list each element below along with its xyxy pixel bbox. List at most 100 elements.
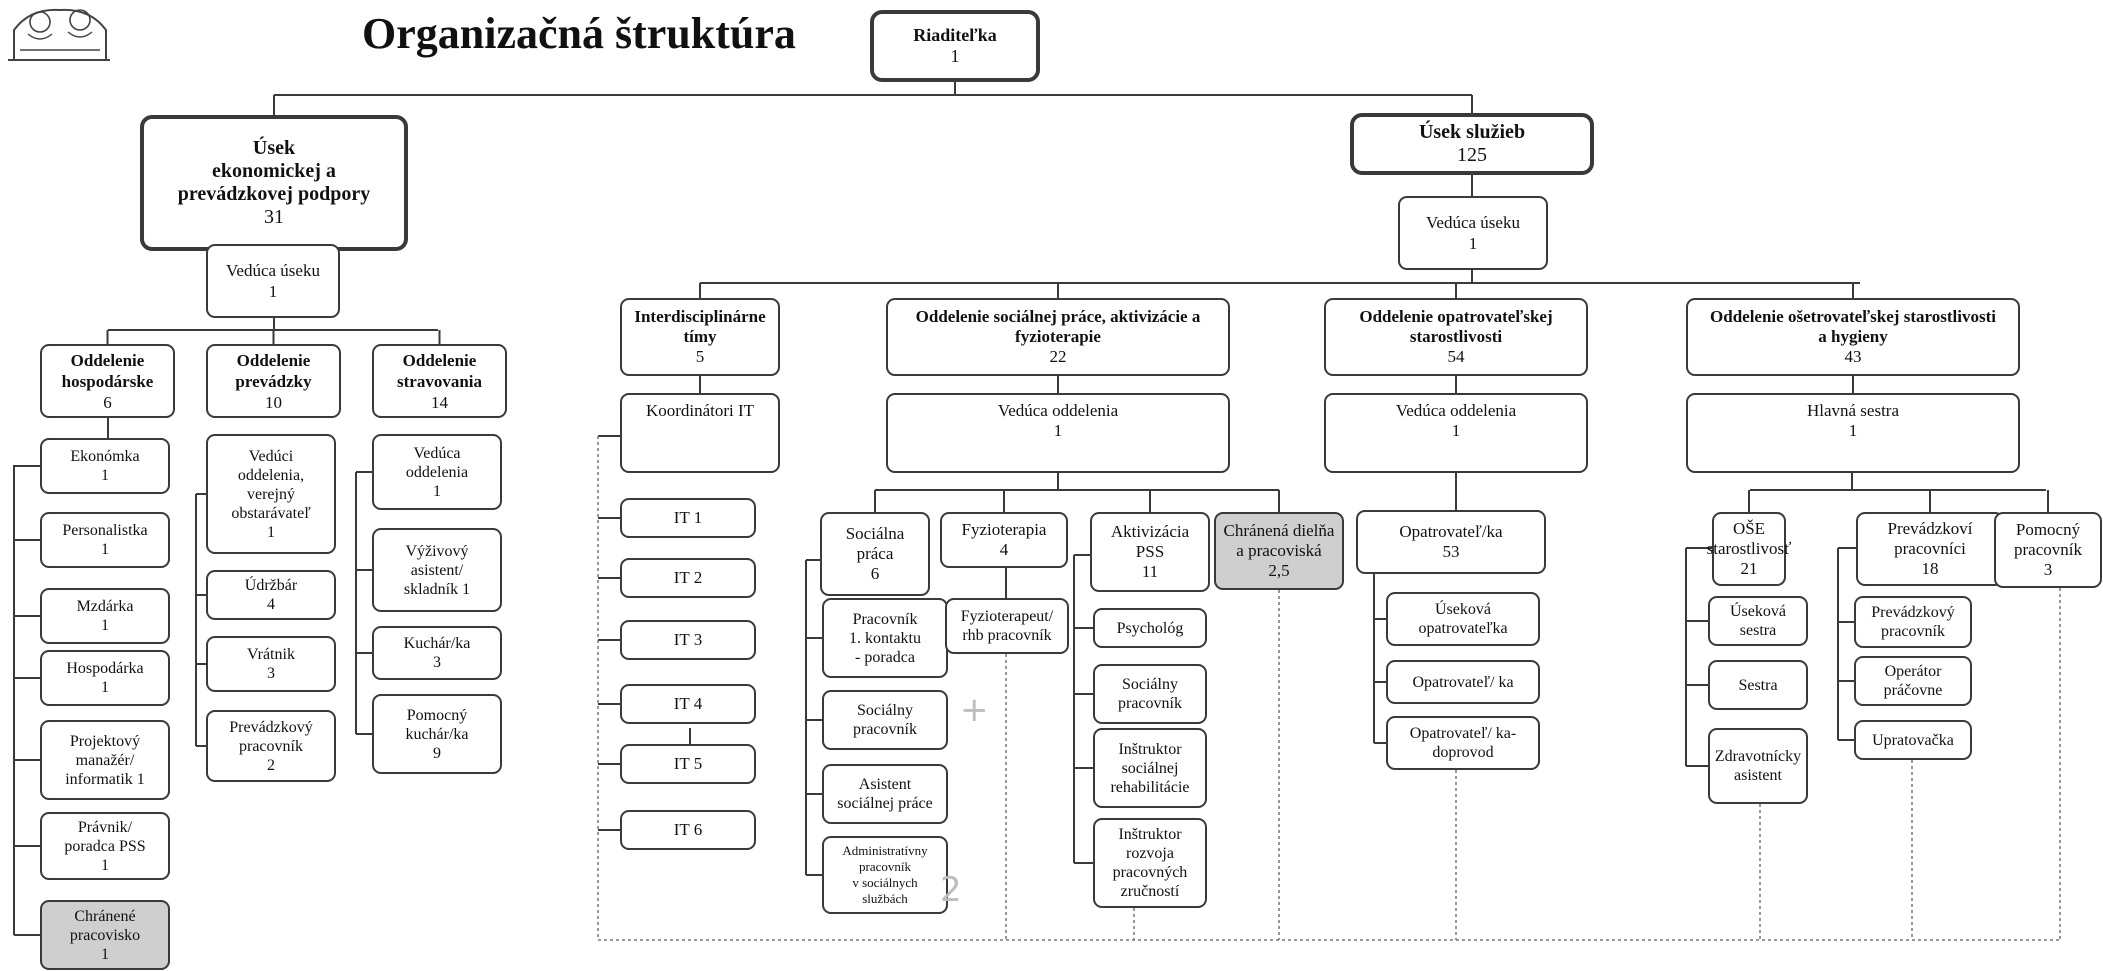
aktiv-staff-1-label: Sociálny pracovník xyxy=(1118,676,1182,712)
d2-unit-0-count: 53 xyxy=(1442,542,1460,561)
prev-staff-0-label: Vedúci oddelenia, verejný obstarávateľ xyxy=(231,447,311,522)
right-dept-1-label: Oddelenie sociálnej práce, aktivizácie a… xyxy=(915,307,1201,346)
economic-division-box-count: 31 xyxy=(264,206,284,228)
aktiv-staff-1: Sociálny pracovník xyxy=(1093,664,1207,724)
handwritten-mark-1: 2 xyxy=(940,870,962,910)
it-team-1-label: IT 2 xyxy=(673,568,703,587)
aktiv-staff-0-label: Psychológ xyxy=(1116,619,1184,637)
care-staff-0: Úseková opatrovateľka xyxy=(1386,592,1540,646)
prev2-staff-0: Prevádzkový pracovník xyxy=(1854,596,1972,648)
right-dept-3-count: 43 xyxy=(1844,347,1862,366)
right-dept-3-lead-count: 1 xyxy=(1848,421,1858,440)
hosp-staff-2-label: Mzdárka xyxy=(76,598,134,615)
it-team-0: IT 1 xyxy=(620,498,756,538)
right-dept-1-count: 22 xyxy=(1049,347,1067,366)
right-dept-1: Oddelenie sociálnej práce, aktivizácie a… xyxy=(886,298,1230,376)
ose-staff-0: Úseková sestra xyxy=(1708,596,1808,646)
strav-staff-0-label: Vedúca oddelenia xyxy=(405,444,469,481)
d1-unit-3-count: 2,5 xyxy=(1268,561,1290,580)
prev-staff-0-count: 1 xyxy=(267,523,275,541)
hosp-staff-5-count: 1 xyxy=(101,856,109,874)
d1-unit-2-label: Aktivizácia PSS xyxy=(1110,522,1190,561)
prev2-staff-0-label: Prevádzkový pracovník xyxy=(1871,604,1955,640)
hosp-staff-3-label: Hospodárka xyxy=(66,660,144,677)
ose-staff-2: Zdravotnícky asistent xyxy=(1708,728,1808,804)
d1-unit-0-label: Sociálna práca xyxy=(845,524,905,563)
director-box-label: Riaditeľka xyxy=(913,25,997,45)
fyzio-staff-0-label: Fyzioterapeut/ rhb pracovník xyxy=(960,608,1054,644)
care-staff-0-label: Úseková opatrovateľka xyxy=(1418,601,1508,637)
fyzio-staff-0: Fyzioterapeut/ rhb pracovník xyxy=(945,598,1069,654)
d2-unit-0-label: Opatrovateľ/ka xyxy=(1399,522,1503,541)
economic-division-box-label: Úsek ekonomickej a prevádzkovej podpory xyxy=(177,137,371,205)
it-team-5-label: IT 6 xyxy=(673,820,703,839)
strav-staff-3-label: Pomocný kuchár/ka xyxy=(405,706,469,743)
prev-staff-3-count: 2 xyxy=(267,756,275,774)
it-team-3: IT 4 xyxy=(620,684,756,724)
ose-staff-0-label: Úseková sestra xyxy=(1730,603,1786,639)
prev2-staff-2-label: Upratovačka xyxy=(1872,731,1954,749)
strav-staff-1: Výživový asistent/ skladník 1 xyxy=(372,528,502,612)
prev-staff-2: Vrátnik 3 xyxy=(206,636,336,692)
hosp-staff-6-count: 1 xyxy=(101,945,109,963)
left-dept-2-count: 14 xyxy=(431,392,448,412)
hosp-staff-4: Projektový manažér/ informatik 1 xyxy=(40,720,170,800)
strav-staff-1-label: Výživový asistent/ skladník 1 xyxy=(403,542,471,598)
left-dept-1-label: Oddelenie prevádzky xyxy=(235,350,312,391)
handwritten-mark-0: + xyxy=(960,690,989,730)
care-staff-2: Opatrovateľ/ ka- doprovod xyxy=(1386,716,1540,770)
director-box-count: 1 xyxy=(950,46,960,66)
ose-staff-1-label: Sestra xyxy=(1738,676,1778,694)
social-staff-3: Administratívny pracovník v sociálnych s… xyxy=(822,836,948,914)
d3-unit-1-count: 18 xyxy=(1921,559,1939,578)
right-head-box-label: Vedúca úseku xyxy=(1426,213,1520,232)
prev-staff-2-count: 3 xyxy=(267,665,275,682)
left-dept-2-label: Oddelenie stravovania xyxy=(397,350,482,391)
social-staff-0: Pracovník 1. kontaktu - poradca xyxy=(822,598,948,678)
services-division-box-label: Úsek služieb xyxy=(1418,121,1526,143)
it-team-2-label: IT 3 xyxy=(673,630,703,649)
hosp-staff-6-label: Chránené pracovisko xyxy=(69,907,141,944)
right-dept-0-lead-label: Koordinátori IT xyxy=(645,401,755,420)
right-dept-3: Oddelenie ošetrovateľskej starostlivosti… xyxy=(1686,298,2020,376)
social-staff-1: Sociálny pracovník xyxy=(822,690,948,750)
prev-staff-2-label: Vrátnik xyxy=(247,646,295,663)
hosp-staff-3-count: 1 xyxy=(101,679,109,696)
d1-unit-3-label: Chránená dielňa a pracoviská xyxy=(1223,521,1335,560)
care-staff-1-label: Opatrovateľ/ ka xyxy=(1412,673,1514,691)
right-dept-2-lead-label: Vedúca oddelenia xyxy=(1395,401,1517,420)
elderly-couple-bench-logo xyxy=(8,8,110,61)
it-team-2: IT 3 xyxy=(620,620,756,660)
d3-unit-2-label: Pomocný pracovník xyxy=(2014,520,2082,559)
prev2-staff-2: Upratovačka xyxy=(1854,720,1972,760)
prev-staff-3-label: Prevádzkový pracovník xyxy=(229,718,313,755)
page-title: Organizačná štruktúra xyxy=(362,9,796,58)
hosp-staff-1-label: Personalistka xyxy=(62,522,148,539)
right-dept-3-label: Oddelenie ošetrovateľskej starostlivosti… xyxy=(1710,307,1996,346)
d1-unit-1-label: Fyzioterapia xyxy=(961,520,1047,539)
social-staff-2: Asistent sociálnej práce xyxy=(822,764,948,824)
right-dept-2-label: Oddelenie opatrovateľskej starostlivosti xyxy=(1359,307,1553,346)
right-dept-2: Oddelenie opatrovateľskej starostlivosti… xyxy=(1324,298,1588,376)
